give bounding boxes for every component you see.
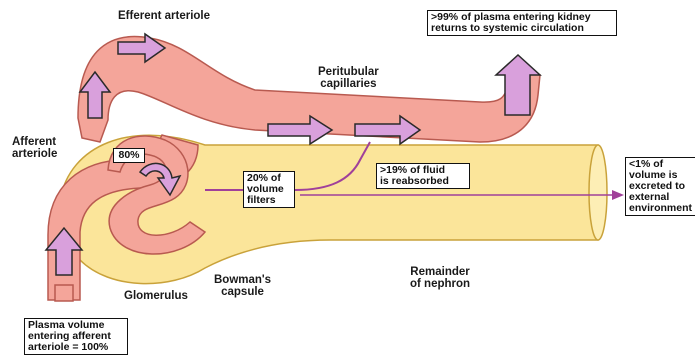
efferent-arteriole-label: Efferent arteriole bbox=[118, 10, 210, 22]
afferent-stub bbox=[55, 285, 73, 301]
plasma-returns-box: >99% of plasma entering kidney returns t… bbox=[427, 10, 617, 36]
nephron-tube-end bbox=[589, 145, 607, 240]
afferent-arteriole-label: Afferent arteriole bbox=[12, 136, 57, 161]
glomerulus-label: Glomerulus bbox=[124, 290, 188, 302]
peritubular-capillaries-label: Peritubular capillaries bbox=[318, 66, 379, 91]
remainder-of-nephron-label: Remainder of nephron bbox=[410, 266, 470, 291]
plasma-volume-box: Plasma volume entering afferent arteriol… bbox=[24, 318, 128, 355]
bowmans-capsule-label: Bowman's capsule bbox=[214, 274, 271, 299]
excretion-arrowhead bbox=[612, 190, 624, 200]
volume-filters-box: 20% of volume filters bbox=[243, 171, 295, 208]
percent-80-box: 80% bbox=[113, 148, 145, 163]
fluid-reabsorbed-box: >19% of fluid is reabsorbed bbox=[376, 163, 470, 189]
excreted-box: <1% of volume is excreted to external en… bbox=[625, 157, 695, 216]
